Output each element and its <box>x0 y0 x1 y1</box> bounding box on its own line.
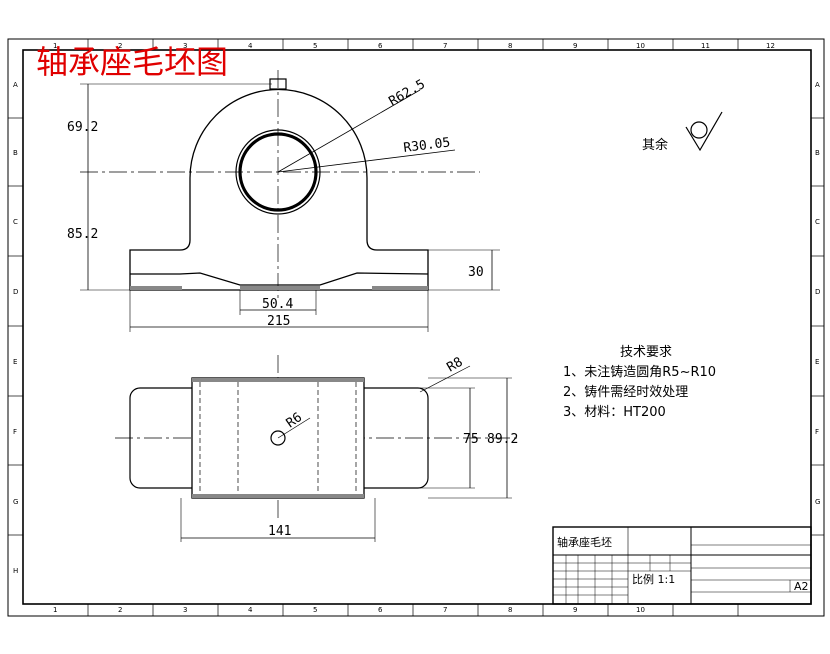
zone-letter: A <box>13 81 18 89</box>
leader-r-outer <box>277 89 421 173</box>
surface-finish: 其余 <box>642 111 723 153</box>
zone-num: 9 <box>573 42 577 50</box>
zone-num: 10 <box>636 606 645 614</box>
zone-letter: D <box>13 288 18 296</box>
dim-total-w: 215 <box>267 314 290 329</box>
tech-requirements: 技术要求 1、未注铸造圆角R5~R10 2、铸件需经时效处理 3、材料：HT20… <box>563 345 716 420</box>
zone-num: 6 <box>378 606 383 614</box>
zone-letter: H <box>13 567 18 575</box>
zone-num: 1 <box>53 606 57 614</box>
zone-letter: A <box>815 81 820 89</box>
dim-r-outer: R62.5 <box>387 77 428 110</box>
top-allowance-hatch <box>192 378 364 382</box>
dim-r8: R8 <box>445 355 466 376</box>
zone-letter: C <box>815 218 820 226</box>
zone-num: 10 <box>636 42 645 50</box>
zone-num: 5 <box>313 606 317 614</box>
allowance-hatch-right <box>372 286 428 290</box>
zone-ticks <box>8 39 824 616</box>
base-profile <box>130 272 429 286</box>
dim-r-inner: R30.05 <box>403 135 451 156</box>
zone-labels-side: A B C D E F G H A B C D E F G <box>13 81 820 575</box>
zone-num: 3 <box>183 606 187 614</box>
zone-letter: B <box>815 149 820 157</box>
dim-slot-w: 50.4 <box>262 297 293 312</box>
tech-item: 2、铸件需经时效处理 <box>563 384 688 400</box>
title-block-sheet: A2 <box>794 580 809 593</box>
drawing-title: 轴承座毛坯图 <box>36 43 228 81</box>
zone-labels-bottom: 1 2 3 4 5 6 7 8 9 10 <box>53 606 645 614</box>
title-block-name: 轴承座毛坯 <box>557 535 612 549</box>
inner-frame <box>22 49 812 605</box>
zone-letter: E <box>815 358 819 366</box>
zone-num: 4 <box>248 42 253 50</box>
zone-letter: F <box>13 428 17 436</box>
zone-letter: G <box>13 498 18 506</box>
zone-num: 11 <box>701 42 710 50</box>
zone-num: 7 <box>443 606 447 614</box>
dim-h-lower: 85.2 <box>67 227 98 242</box>
zone-letter: G <box>815 498 820 506</box>
roughness-symbol-icon <box>685 111 723 152</box>
tech-heading: 技术要求 <box>620 345 672 360</box>
roughness-circle-icon <box>690 121 708 139</box>
zone-letter: C <box>13 218 18 226</box>
tech-item: 3、材料：HT200 <box>563 405 666 420</box>
zone-num: 6 <box>378 42 383 50</box>
title-block <box>552 526 812 605</box>
zone-num: 3 <box>183 42 187 50</box>
top-view: R6 R8 75 89.2 141 <box>115 355 520 542</box>
tech-item: 1、未注铸造圆角R5~R10 <box>563 364 716 380</box>
zone-labels-top: 1 2 3 4 5 6 7 8 9 10 11 12 <box>53 42 775 50</box>
zone-num: 7 <box>443 42 447 50</box>
zone-letter: E <box>13 358 17 366</box>
leader-r-inner <box>277 149 456 173</box>
zone-letter: D <box>815 288 820 296</box>
zone-num: 1 <box>53 42 57 50</box>
dim-h-upper: 69.2 <box>67 120 98 135</box>
allowance-hatch-mid <box>240 286 320 290</box>
dim-r6: R6 <box>284 410 305 431</box>
zone-num: 8 <box>508 42 512 50</box>
zone-letter: F <box>815 428 819 436</box>
allowance-hatch-left <box>130 286 182 290</box>
oil-hole <box>270 430 286 446</box>
bore-circle-outer <box>235 129 321 215</box>
zone-num: 8 <box>508 606 512 614</box>
dim-base-h: 30 <box>468 265 484 280</box>
bearing-housing-outline <box>129 88 429 291</box>
zone-letter: B <box>13 149 18 157</box>
dim-w89: 89.2 <box>487 432 518 447</box>
zone-num: 5 <box>313 42 317 50</box>
zone-num: 9 <box>573 606 577 614</box>
front-view: R62.5 R30.05 69.2 85.2 30 50.4 215 <box>67 70 500 332</box>
dim-w75: 75 <box>463 432 479 447</box>
title-block-scale: 比例 1:1 <box>632 572 675 586</box>
bottom-allowance-hatch <box>192 494 364 498</box>
surface-finish-label: 其余 <box>642 137 668 153</box>
zone-num: 2 <box>118 606 122 614</box>
bore-circle <box>238 132 318 212</box>
outer-frame <box>7 38 825 617</box>
zone-num: 12 <box>766 42 775 50</box>
zone-num: 4 <box>248 606 253 614</box>
dim-len141: 141 <box>268 524 291 539</box>
zone-num: 2 <box>118 42 122 50</box>
